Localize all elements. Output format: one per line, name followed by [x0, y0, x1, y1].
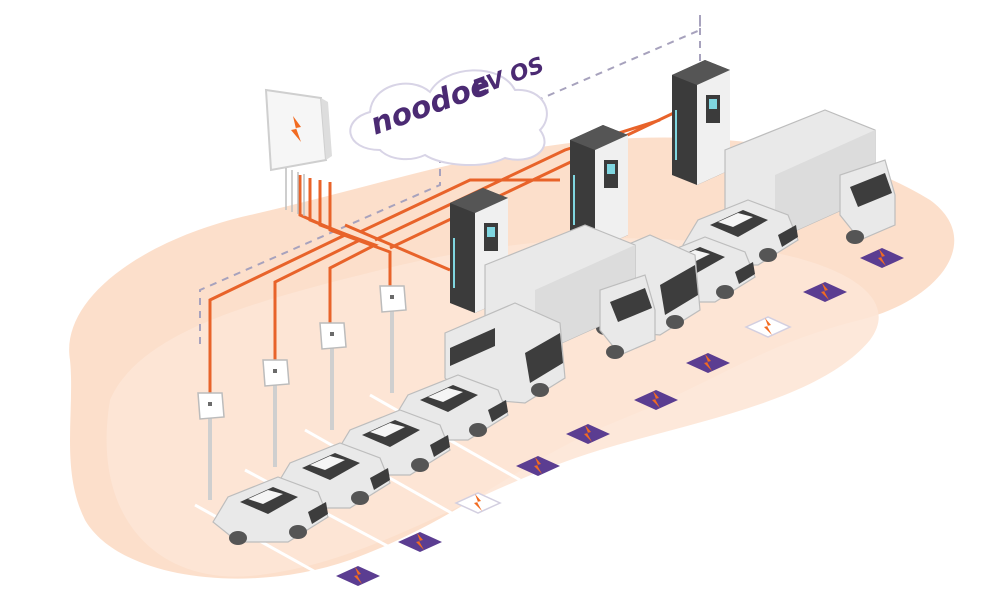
charging-pad: [336, 566, 380, 586]
power-distribution-lines: [208, 108, 681, 400]
dc-charger: [671, 59, 731, 186]
cloud-icon: [349, 69, 548, 167]
conduit-lines: [285, 168, 305, 216]
lightning-bolt-icon: [291, 116, 301, 142]
power-supply-box: [264, 88, 332, 172]
